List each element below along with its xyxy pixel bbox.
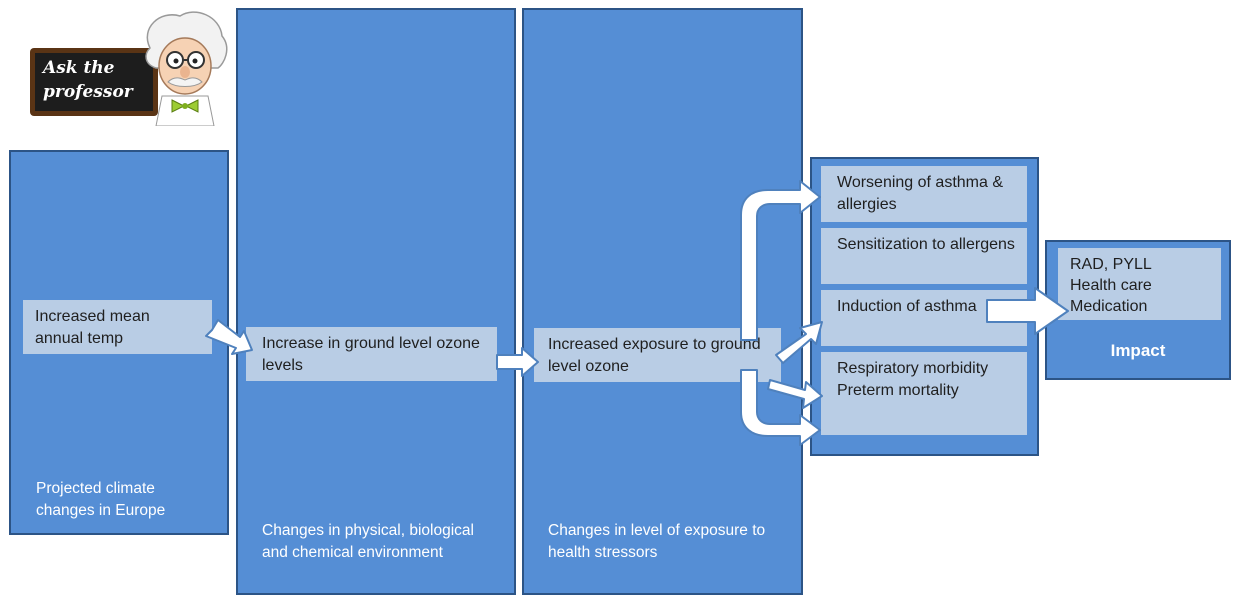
box-increased-exposure-text: Increased exposure to ground level ozone [548, 336, 761, 375]
arrow-ozone-to-exposure [496, 347, 539, 377]
outcome-induction-asthma-text: Induction of asthma [837, 298, 977, 315]
caption-environment: Changes in physical, biological and chem… [262, 522, 474, 561]
column-environment [236, 8, 516, 595]
impact-line-2: Health care [1070, 277, 1152, 294]
arrow-to-induction [775, 321, 823, 364]
professor-icon [145, 11, 228, 126]
arrow-to-respiratory [767, 379, 823, 409]
logo-line-2: professor [43, 82, 133, 102]
caption-climate: Projected climate changes in Europe [36, 480, 166, 519]
arrow-to-worsening [740, 180, 821, 341]
impact-line-3: Medication [1070, 298, 1148, 315]
chalkboard: Ask the professor [30, 48, 158, 116]
outcome-sensitization-text: Sensitization to allergens [837, 236, 1015, 253]
logo-line-1: Ask the [43, 58, 115, 78]
ask-the-professor-logo: Ask the professor [22, 8, 228, 126]
outcome-respiratory-morbidity: Respiratory morbidity Preterm mortality [821, 352, 1027, 435]
outcome-respiratory-morbidity-text: Respiratory morbidity Preterm mortality [837, 360, 989, 399]
box-ground-ozone-levels-text: Increase in ground level ozone levels [262, 335, 480, 374]
arrow-down-to-respiratory [740, 369, 821, 446]
chalkboard-text: Ask the professor [35, 53, 153, 111]
arrow-temp-to-ozone [205, 319, 253, 355]
caption-exposure: Changes in level of exposure to health s… [548, 522, 766, 561]
box-impact-measures: RAD, PYLL Health care Medication [1058, 248, 1221, 320]
outcome-sensitization: Sensitization to allergens [821, 228, 1027, 284]
arrow-to-impact [986, 287, 1069, 335]
outcome-worsening-asthma: Worsening of asthma & allergies [821, 166, 1027, 222]
outcome-worsening-asthma-text: Worsening of asthma & allergies [837, 174, 1004, 213]
box-increased-exposure: Increased exposure to ground level ozone [534, 328, 781, 382]
impact-line-1: RAD, PYLL [1070, 256, 1152, 273]
impact-label: Impact [1110, 341, 1166, 360]
box-ground-ozone-levels: Increase in ground level ozone levels [246, 327, 497, 381]
box-increased-mean-temp-text: Increased mean annual temp [35, 308, 150, 347]
box-increased-mean-temp: Increased mean annual temp [23, 300, 212, 354]
